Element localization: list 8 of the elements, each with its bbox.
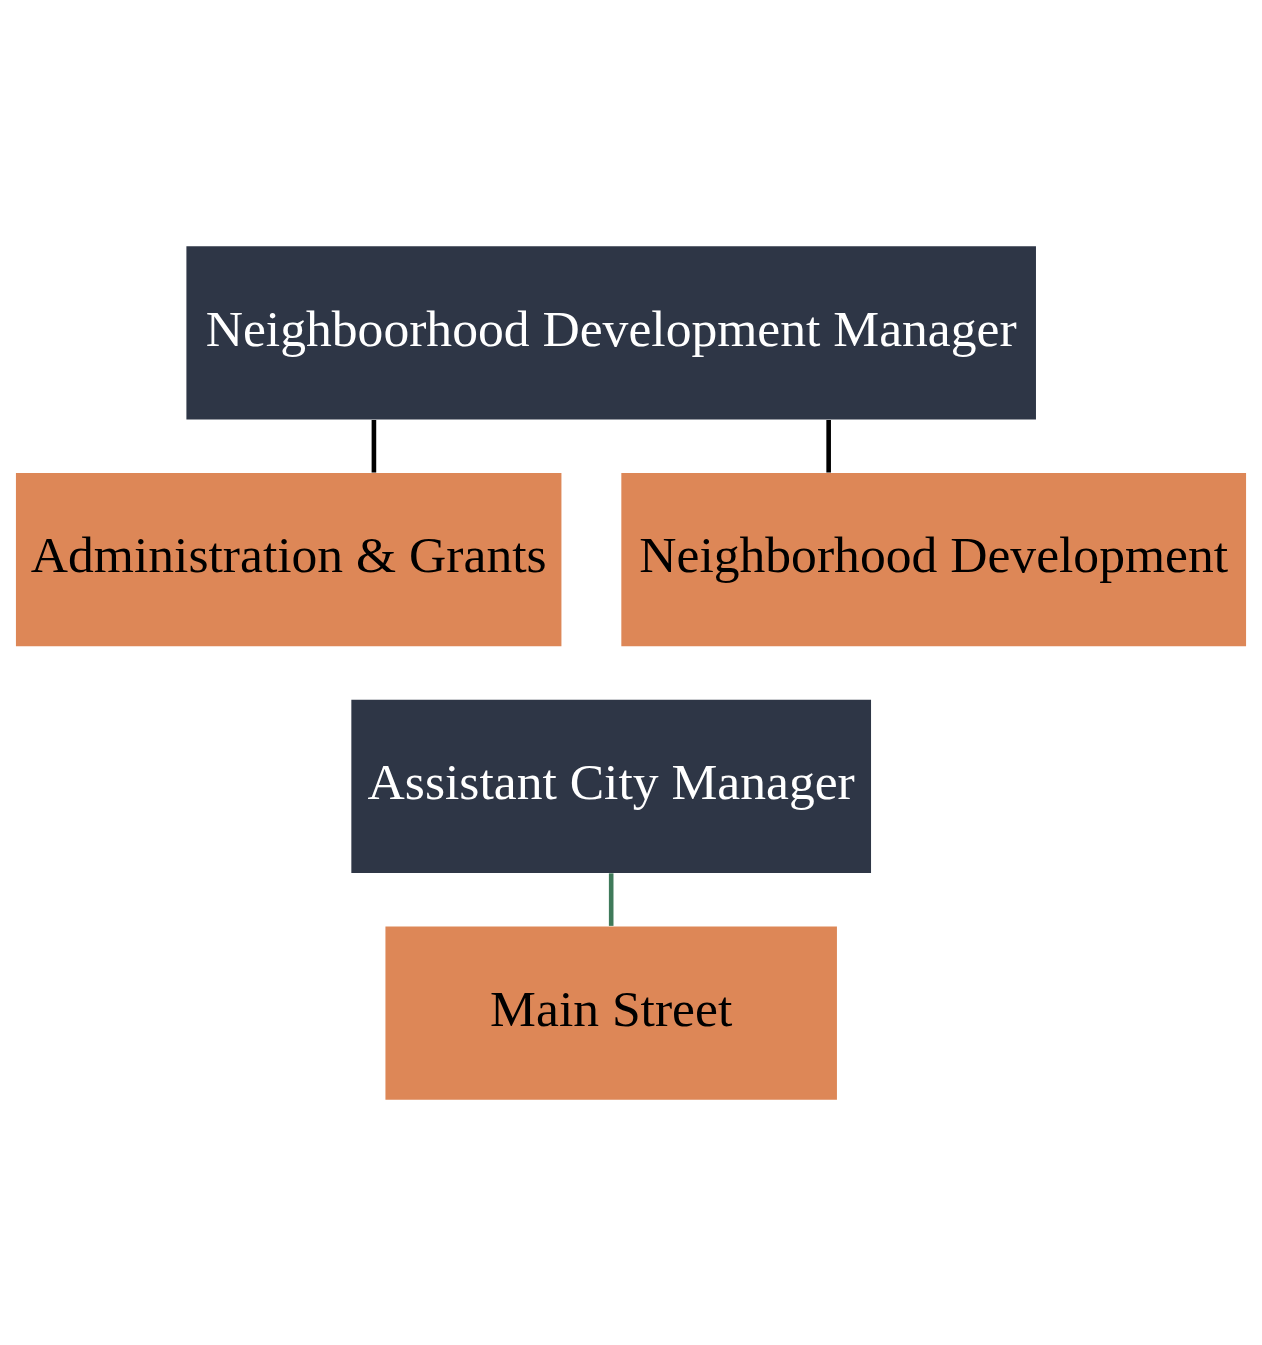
connector [371, 419, 377, 473]
node-box: Assistant City Manager [351, 699, 872, 873]
connector [608, 872, 614, 926]
node-box: Main Street [385, 925, 837, 1100]
node-box: Neighborhood Development [621, 472, 1247, 646]
connector [826, 419, 831, 473]
node-box: Administration & Grants [15, 472, 562, 646]
node-box: Neighboorhood Development Manager [186, 245, 1036, 420]
